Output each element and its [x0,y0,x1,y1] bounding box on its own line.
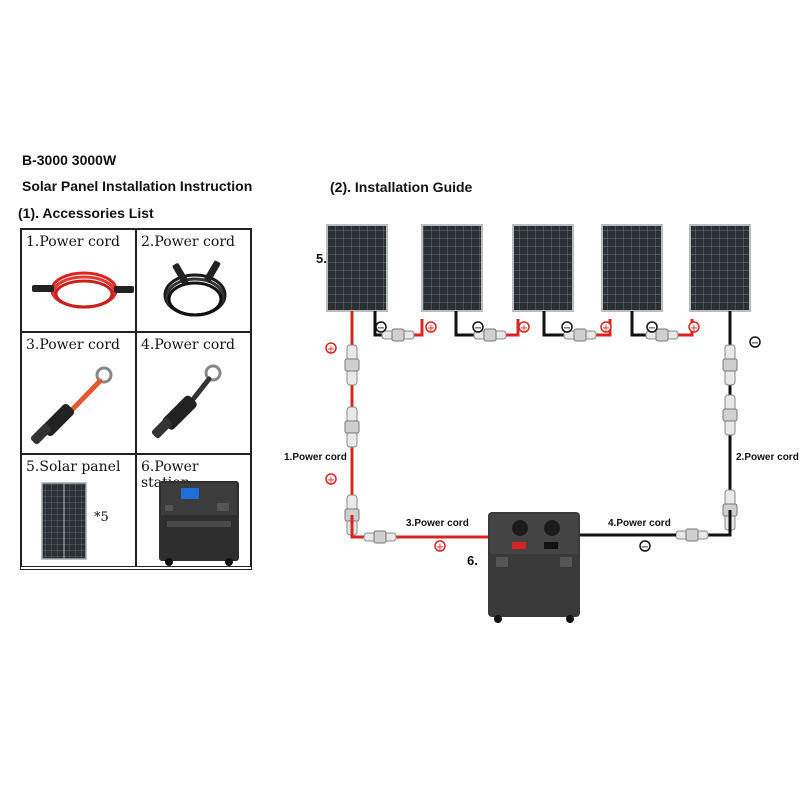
solar-panel [689,224,751,312]
negative-marker: − [749,336,761,349]
solar-panel [421,224,483,312]
model-title: B-3000 3000W [22,152,117,168]
red-cable-coil-icon [32,271,134,309]
negative-marker: − [561,321,573,334]
svg-text:+: + [327,344,335,355]
solar-panel [326,224,388,312]
svg-text:+: + [327,475,335,486]
solar-panel-row [326,224,751,312]
positive-marker: + [325,473,337,486]
instruction-title: Solar Panel Installation Instruction [22,178,253,194]
negative-marker: − [375,321,387,334]
accessory-label: 3.Power cord [26,337,120,353]
negative-marker: − [646,321,658,334]
svg-text:+: + [436,542,444,553]
accessory-power-cord-3: 3.Power cord [21,332,136,454]
accessory-power-cord-2: 2.Power cord [136,229,251,332]
installation-guide-title: (2). Installation Guide [330,179,473,195]
positive-marker: + [688,321,700,334]
black-ring-terminal-cable-icon [151,364,222,439]
panel-marker: 5. [316,251,327,266]
accessory-label: 5.Solar panel [26,459,121,475]
svg-text:−: − [563,323,571,334]
cord-1-label: 1.Power cord [284,452,347,463]
solar-panel [601,224,663,312]
solar-panel-icon [41,482,87,560]
negative-marker: − [639,540,651,553]
cord-2-label: 2.Power cord [736,452,799,463]
svg-text:−: − [377,323,385,334]
solar-panel [512,224,574,312]
series-wiring [373,311,694,337]
svg-text:+: + [690,323,698,334]
svg-text:+: + [602,323,610,334]
station-marker: 6. [467,553,478,568]
power-station [488,512,580,623]
cord-3-label: 3.Power cord [406,518,469,529]
accessory-power-station: 6.Power station [136,454,251,567]
black-cable-coil-icon [163,260,227,317]
accessory-label: 1.Power cord [26,234,120,250]
svg-text:+: + [427,323,435,334]
accessories-list-title: (1). Accessories List [18,205,154,221]
svg-text:+: + [520,323,528,334]
svg-text:−: − [751,338,759,349]
positive-marker: + [434,540,446,553]
accessory-solar-panel: 5.Solar panel *5 [21,454,136,567]
accessory-power-cord-1: 1.Power cord [21,229,136,332]
solar-panel-quantity: *5 [94,510,109,525]
positive-marker: + [425,321,437,334]
positive-marker: + [325,342,337,355]
svg-text:−: − [641,542,649,553]
accessory-label: 4.Power cord [141,337,235,353]
svg-text:−: − [648,323,656,334]
negative-marker: − [472,321,484,334]
accessory-power-cord-4: 4.Power cord [136,332,251,454]
positive-marker: + [600,321,612,334]
installation-diagram: 5. [284,224,799,623]
accessories-table: 1.Power cord 2.Power cord 3.Power cord [20,228,252,570]
accessory-label: 2.Power cord [141,234,235,250]
positive-marker: + [518,321,530,334]
red-ring-terminal-cable-icon [30,366,113,445]
svg-text:−: − [474,323,482,334]
power-station-icon [159,481,239,566]
cord-4-label: 4.Power cord [608,518,671,529]
